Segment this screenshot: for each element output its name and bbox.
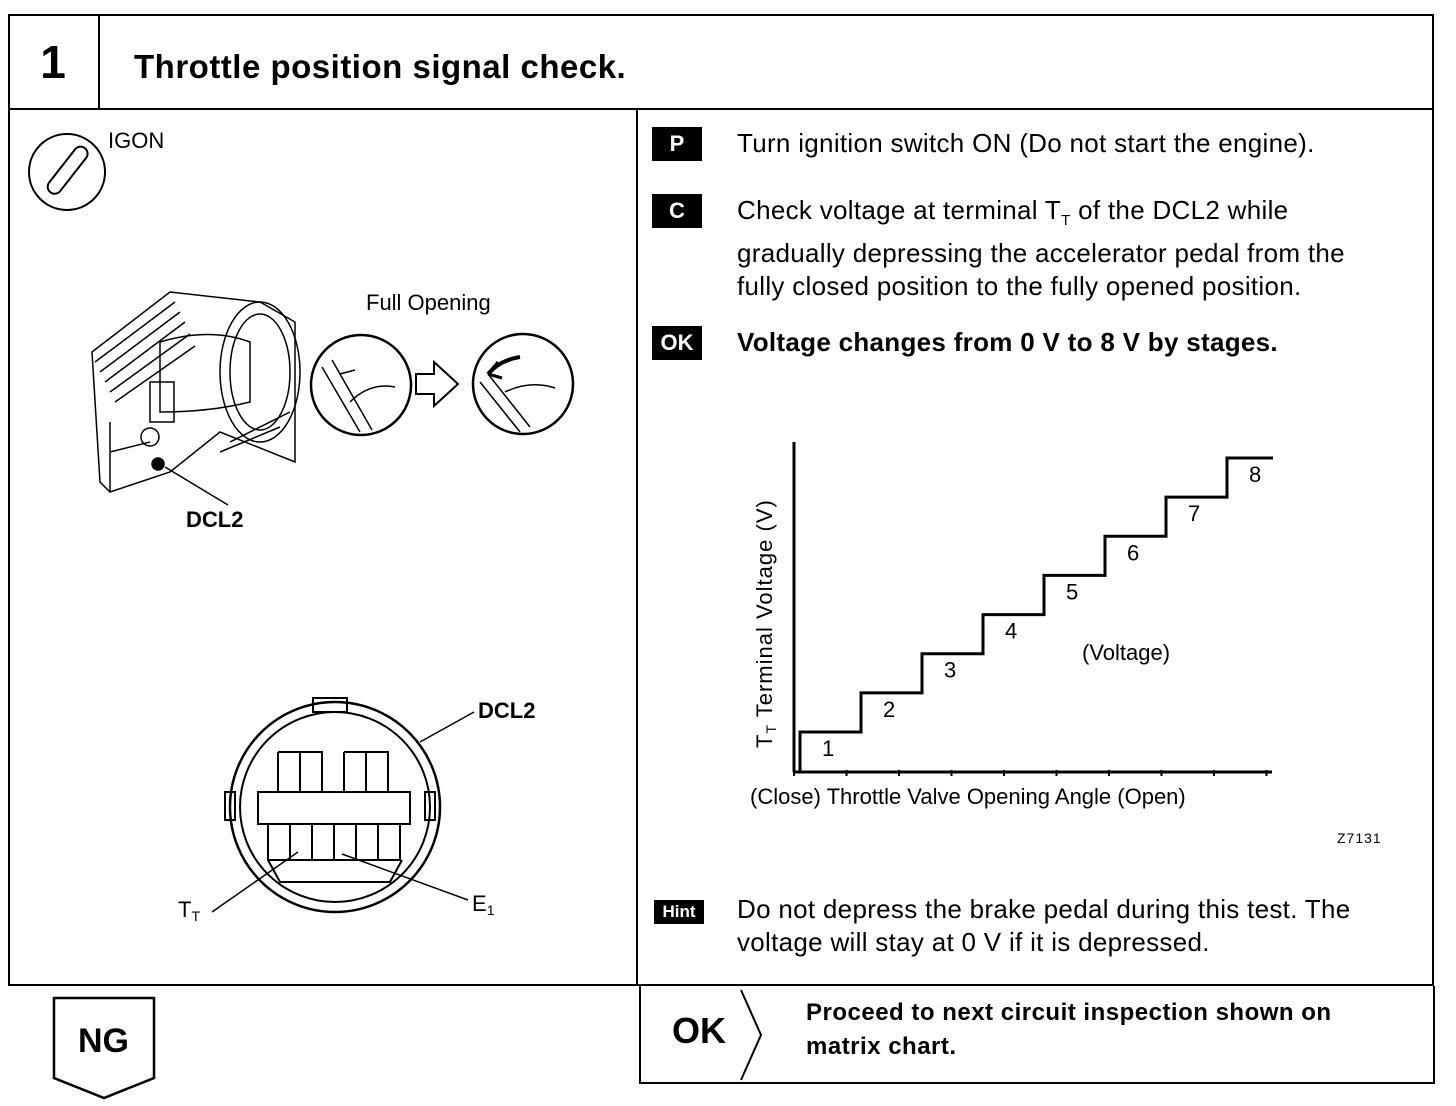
step-number: 1 xyxy=(8,14,100,110)
dcl2-location-label: DCL2 xyxy=(186,507,243,532)
connector-label: DCL2 xyxy=(478,698,535,723)
pedal-closed-illustration xyxy=(309,333,413,437)
step-label-3: 3 xyxy=(944,658,956,683)
step-label-1: 1 xyxy=(822,736,834,761)
voltage-step-line xyxy=(798,456,1273,772)
ok-chevron-icon xyxy=(740,989,763,1081)
step-label-8: 8 xyxy=(1249,462,1261,487)
step-label-4: 4 xyxy=(1005,619,1017,644)
procedure-frame xyxy=(8,14,1434,986)
ng-tag-icon xyxy=(52,996,156,1100)
step-label-6: 6 xyxy=(1127,540,1139,565)
step-label-7: 7 xyxy=(1188,501,1200,526)
voltage-annotation: (Voltage) xyxy=(1082,640,1170,665)
p-badge: P xyxy=(652,127,702,161)
c-badge: C xyxy=(652,194,702,228)
x-axis-label: (Close) Throttle Valve Opening Angle (Op… xyxy=(750,784,1186,809)
ignition-switch-icon xyxy=(28,133,106,211)
step-label-2: 2 xyxy=(883,697,895,722)
step-label-5: 5 xyxy=(1066,579,1078,604)
ok-criterion: Voltage changes from 0 V to 8 V by stage… xyxy=(737,327,1278,357)
pedal-open-illustration xyxy=(471,332,575,436)
ok-result-box xyxy=(639,986,1435,1084)
voltage-step-chart: 1 2 3 4 5 6 7 8 TT Terminal Voltage (V) (Close)… xyxy=(750,442,1382,846)
ok-badge: OK xyxy=(652,326,702,360)
c-instruction: Check voltage at terminal TT of the DCL2… xyxy=(737,195,1345,302)
x-ticks xyxy=(793,770,1268,776)
full-opening-label: Full Opening xyxy=(366,290,491,315)
arrow-right-icon xyxy=(415,359,460,409)
p-instruction: Turn ignition switch ON (Do not start th… xyxy=(737,128,1315,158)
step-labels: 1 2 3 4 5 6 7 8 xyxy=(822,462,1261,761)
hint-text: Do not depress the brake pedal during th… xyxy=(737,894,1351,957)
figure-code: Z7131 xyxy=(1337,830,1382,846)
hint-badge: Hint xyxy=(654,900,704,924)
ok-result-label: OK xyxy=(672,1010,726,1051)
left-illustrations: IGON DCL2 Full Opening xyxy=(28,128,575,924)
y-axis-label: TT Terminal Voltage (V) xyxy=(752,499,779,748)
e1-label: E1 xyxy=(472,891,495,918)
ng-result-label: NG xyxy=(78,1022,129,1060)
header-row xyxy=(8,14,1434,110)
column-divider xyxy=(636,110,638,986)
step-title: Throttle position signal check. xyxy=(134,48,627,85)
dashboard-illustration xyxy=(91,291,301,493)
dcl2-connector-diagram xyxy=(224,697,442,914)
ignition-label: IGON xyxy=(108,128,164,153)
ok-result-text: Proceed to next circuit inspection shown… xyxy=(806,999,1332,1060)
tt-label: TT xyxy=(178,897,200,924)
